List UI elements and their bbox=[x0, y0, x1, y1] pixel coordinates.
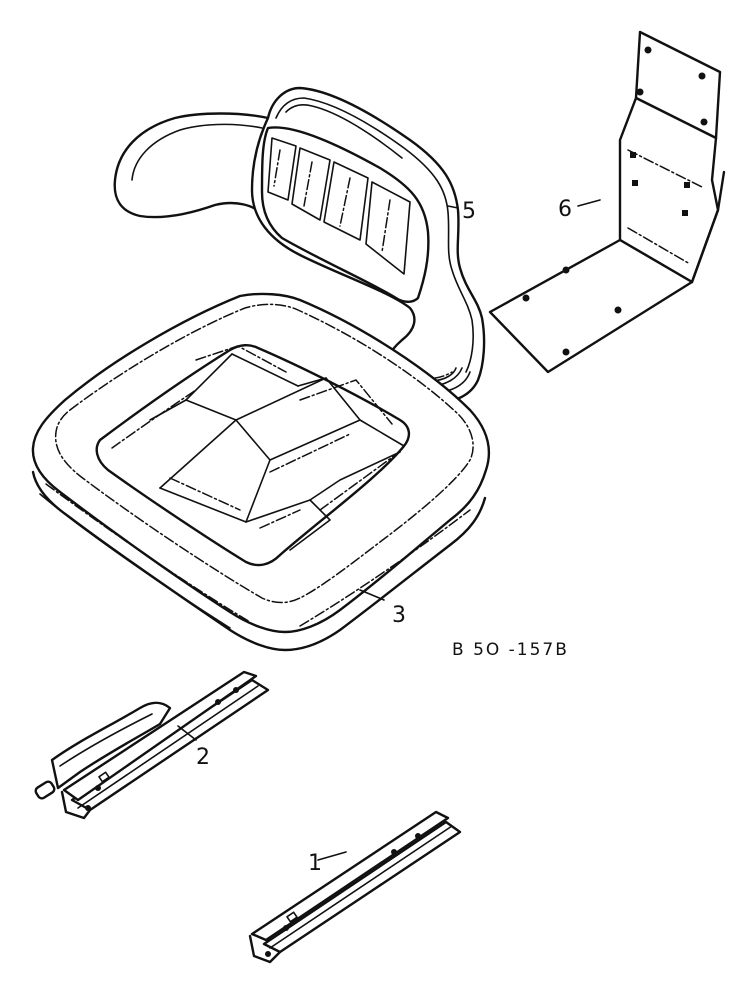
seat-slide-rail-with-lever bbox=[34, 670, 270, 820]
mounting-bracket bbox=[488, 30, 726, 374]
callout-2: 2 bbox=[196, 745, 210, 770]
leader-2 bbox=[177, 725, 197, 741]
leader-5 bbox=[447, 205, 459, 209]
backrest bbox=[113, 86, 486, 406]
seat-cushion bbox=[31, 292, 491, 652]
callout-5: 5 bbox=[462, 199, 476, 224]
callout-1: 1 bbox=[308, 851, 322, 876]
callout-3: 3 bbox=[392, 603, 406, 628]
leader-1 bbox=[317, 851, 347, 861]
leader-6 bbox=[577, 199, 601, 207]
figure-code: B 5O -157B bbox=[452, 640, 569, 660]
leader-3 bbox=[359, 589, 385, 601]
callout-6: 6 bbox=[558, 197, 572, 222]
leader-lines bbox=[177, 199, 601, 861]
seat-slide-rail-plain bbox=[248, 810, 462, 964]
